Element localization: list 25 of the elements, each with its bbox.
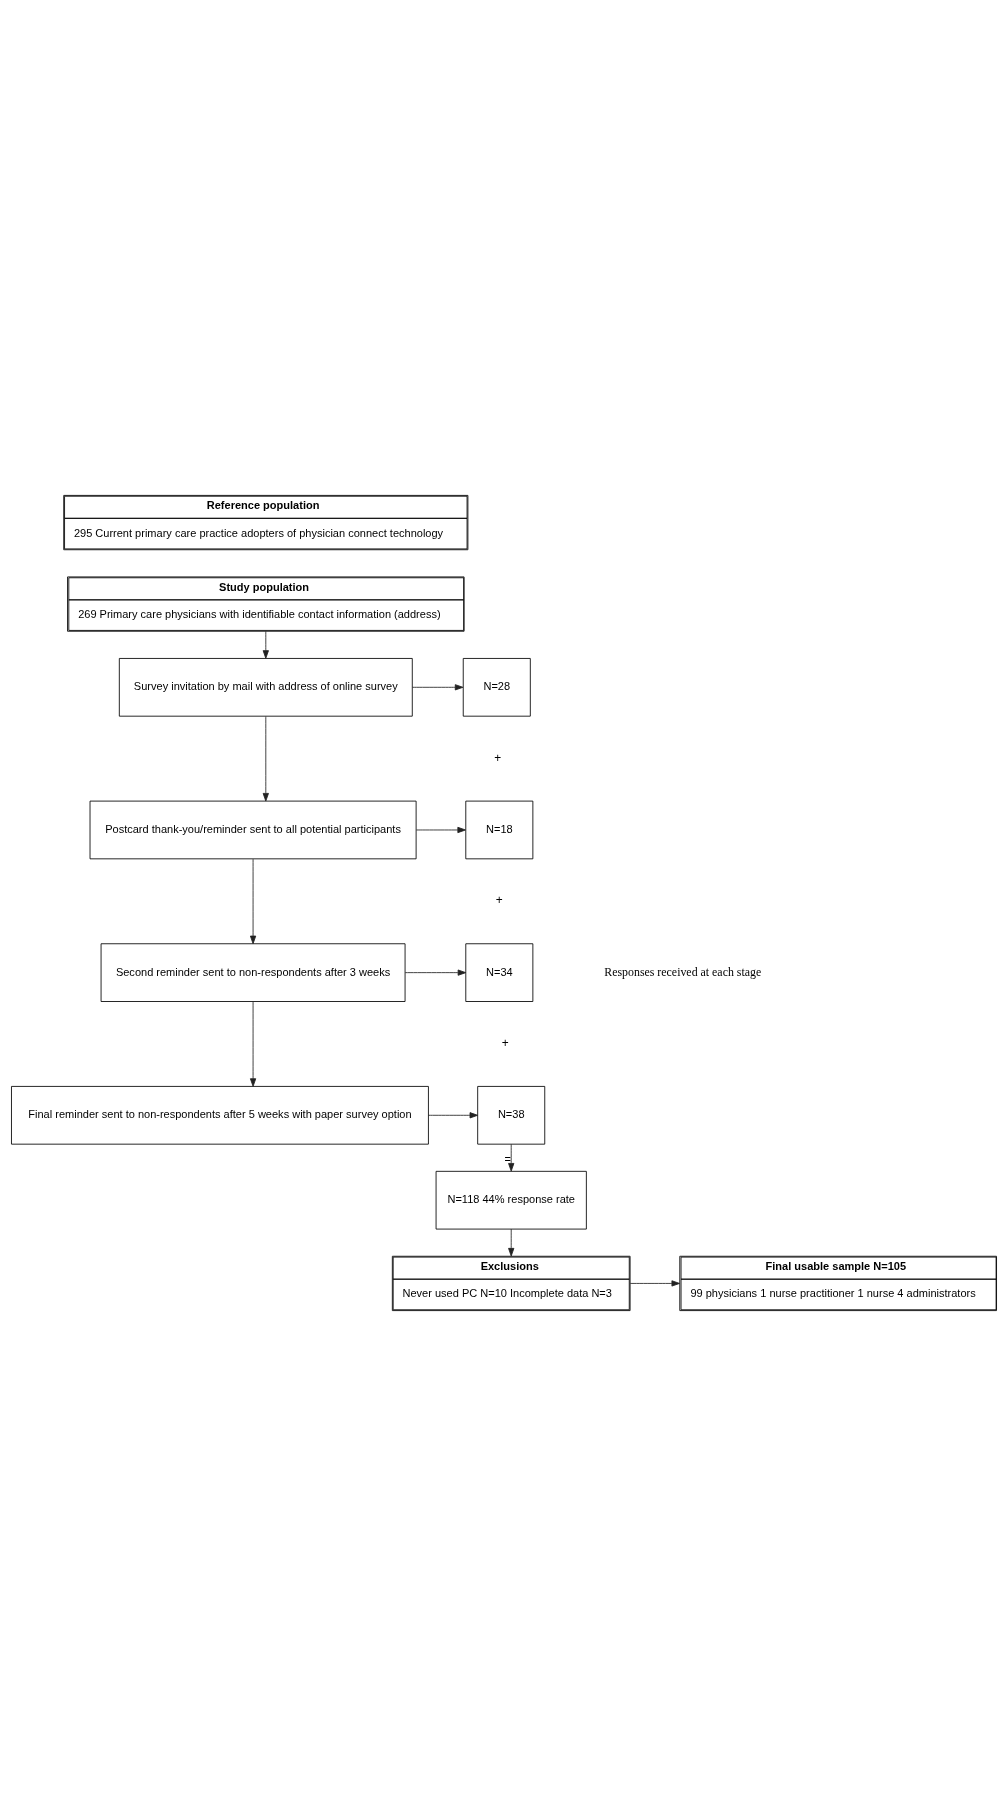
label: Responses received at each stage — [604, 964, 762, 979]
node-box: N=18 — [465, 800, 534, 859]
arrow — [249, 858, 257, 944]
node-box: Final reminder sent to non-respondents after 5 weeks with paper survey option — [11, 1085, 429, 1145]
arrow — [262, 630, 269, 659]
node-box: N=38 — [477, 1085, 546, 1145]
arrow — [508, 1143, 515, 1171]
node-box: Survey invitation by mail with address of online survey — [118, 657, 413, 717]
arrow — [428, 1111, 479, 1118]
node-box: N=28 — [462, 657, 531, 717]
arrow — [262, 715, 269, 801]
label: + — [495, 892, 503, 907]
arrow — [249, 1000, 257, 1087]
edge-label: = — [504, 1152, 512, 1165]
node-box: N=34 — [465, 942, 534, 1002]
node-box: Postcard thank-you/reminder sent to all potential participants — [89, 800, 417, 859]
label: + — [501, 1035, 509, 1050]
arrow — [404, 969, 467, 976]
arrow — [508, 1228, 515, 1256]
arrow — [629, 1279, 680, 1287]
arrow — [412, 683, 464, 690]
arrow — [415, 826, 466, 833]
node-box: Second reminder sent to non-respondents after 3 weeks — [100, 942, 406, 1002]
node-box: N=118 44% response rate — [435, 1170, 587, 1229]
label: + — [494, 750, 502, 765]
